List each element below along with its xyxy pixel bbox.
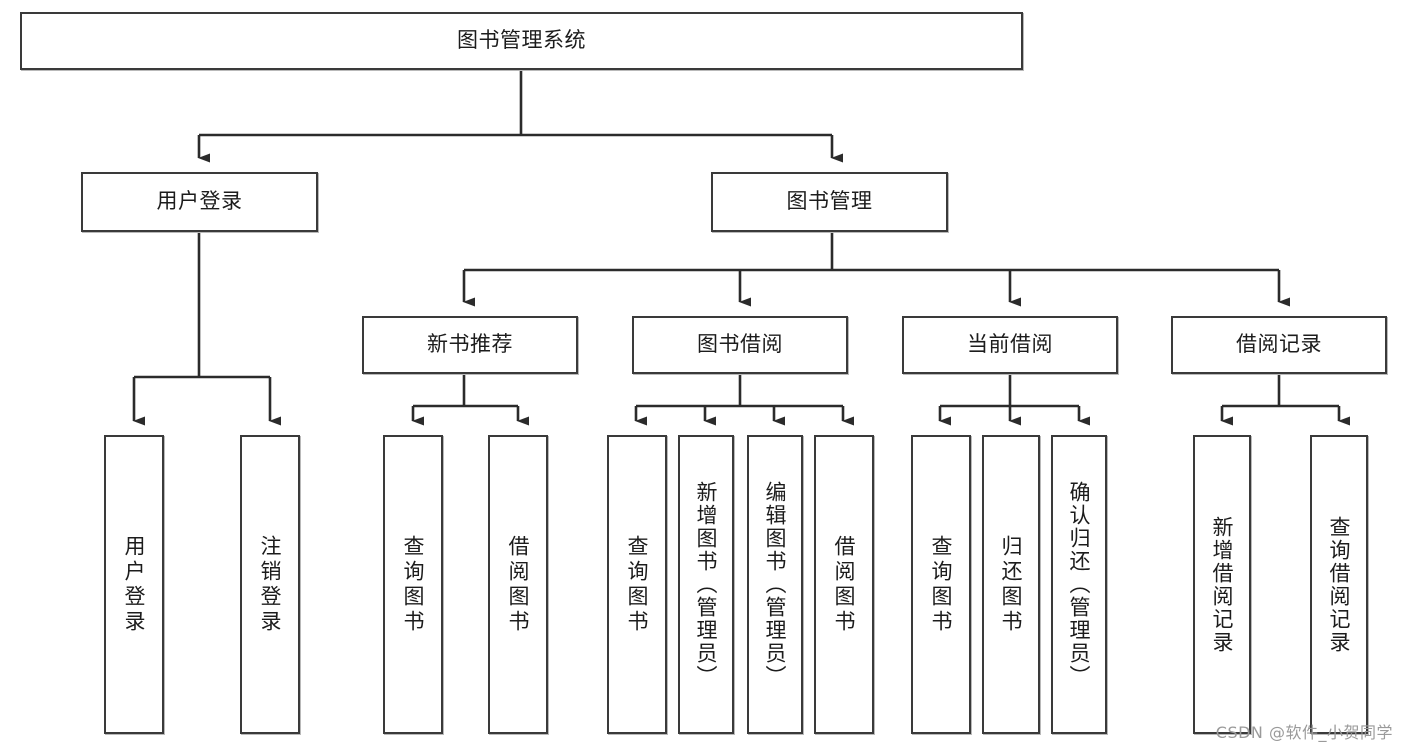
node-leaf-return-book[interactable]: 归还图书 — [982, 435, 1040, 734]
node-leaf-user-login[interactable]: 用户登录 — [104, 435, 164, 734]
node-leaf-logout-login[interactable]: 注销登录 — [240, 435, 300, 734]
node-root[interactable]: 图书管理系统 — [20, 12, 1023, 70]
node-leaf-add-borrow-record[interactable]: 新增借阅记录 — [1193, 435, 1251, 734]
node-book-manage[interactable]: 图书管理 — [711, 172, 948, 232]
node-current-borrow[interactable]: 当前借阅 — [902, 316, 1118, 374]
csdn-watermark: CSDN @软件_小贺同学 — [1215, 723, 1393, 742]
node-user-login[interactable]: 用户登录 — [81, 172, 318, 232]
node-leaf-add-book-admin[interactable]: 新增图书（管理员） — [678, 435, 734, 734]
node-leaf-query-book-3[interactable]: 查询图书 — [911, 435, 971, 734]
node-leaf-borrow-book-2[interactable]: 借阅图书 — [814, 435, 874, 734]
node-leaf-query-borrow-record[interactable]: 查询借阅记录 — [1310, 435, 1368, 734]
node-leaf-edit-book-admin[interactable]: 编辑图书（管理员） — [747, 435, 803, 734]
node-new-book-recommend[interactable]: 新书推荐 — [362, 316, 578, 374]
node-leaf-query-book-1[interactable]: 查询图书 — [383, 435, 443, 734]
node-leaf-borrow-book-1[interactable]: 借阅图书 — [488, 435, 548, 734]
node-leaf-confirm-return-admin[interactable]: 确认归还（管理员） — [1051, 435, 1107, 734]
node-borrow-record[interactable]: 借阅记录 — [1171, 316, 1387, 374]
node-leaf-query-book-2[interactable]: 查询图书 — [607, 435, 667, 734]
node-book-borrow[interactable]: 图书借阅 — [632, 316, 848, 374]
